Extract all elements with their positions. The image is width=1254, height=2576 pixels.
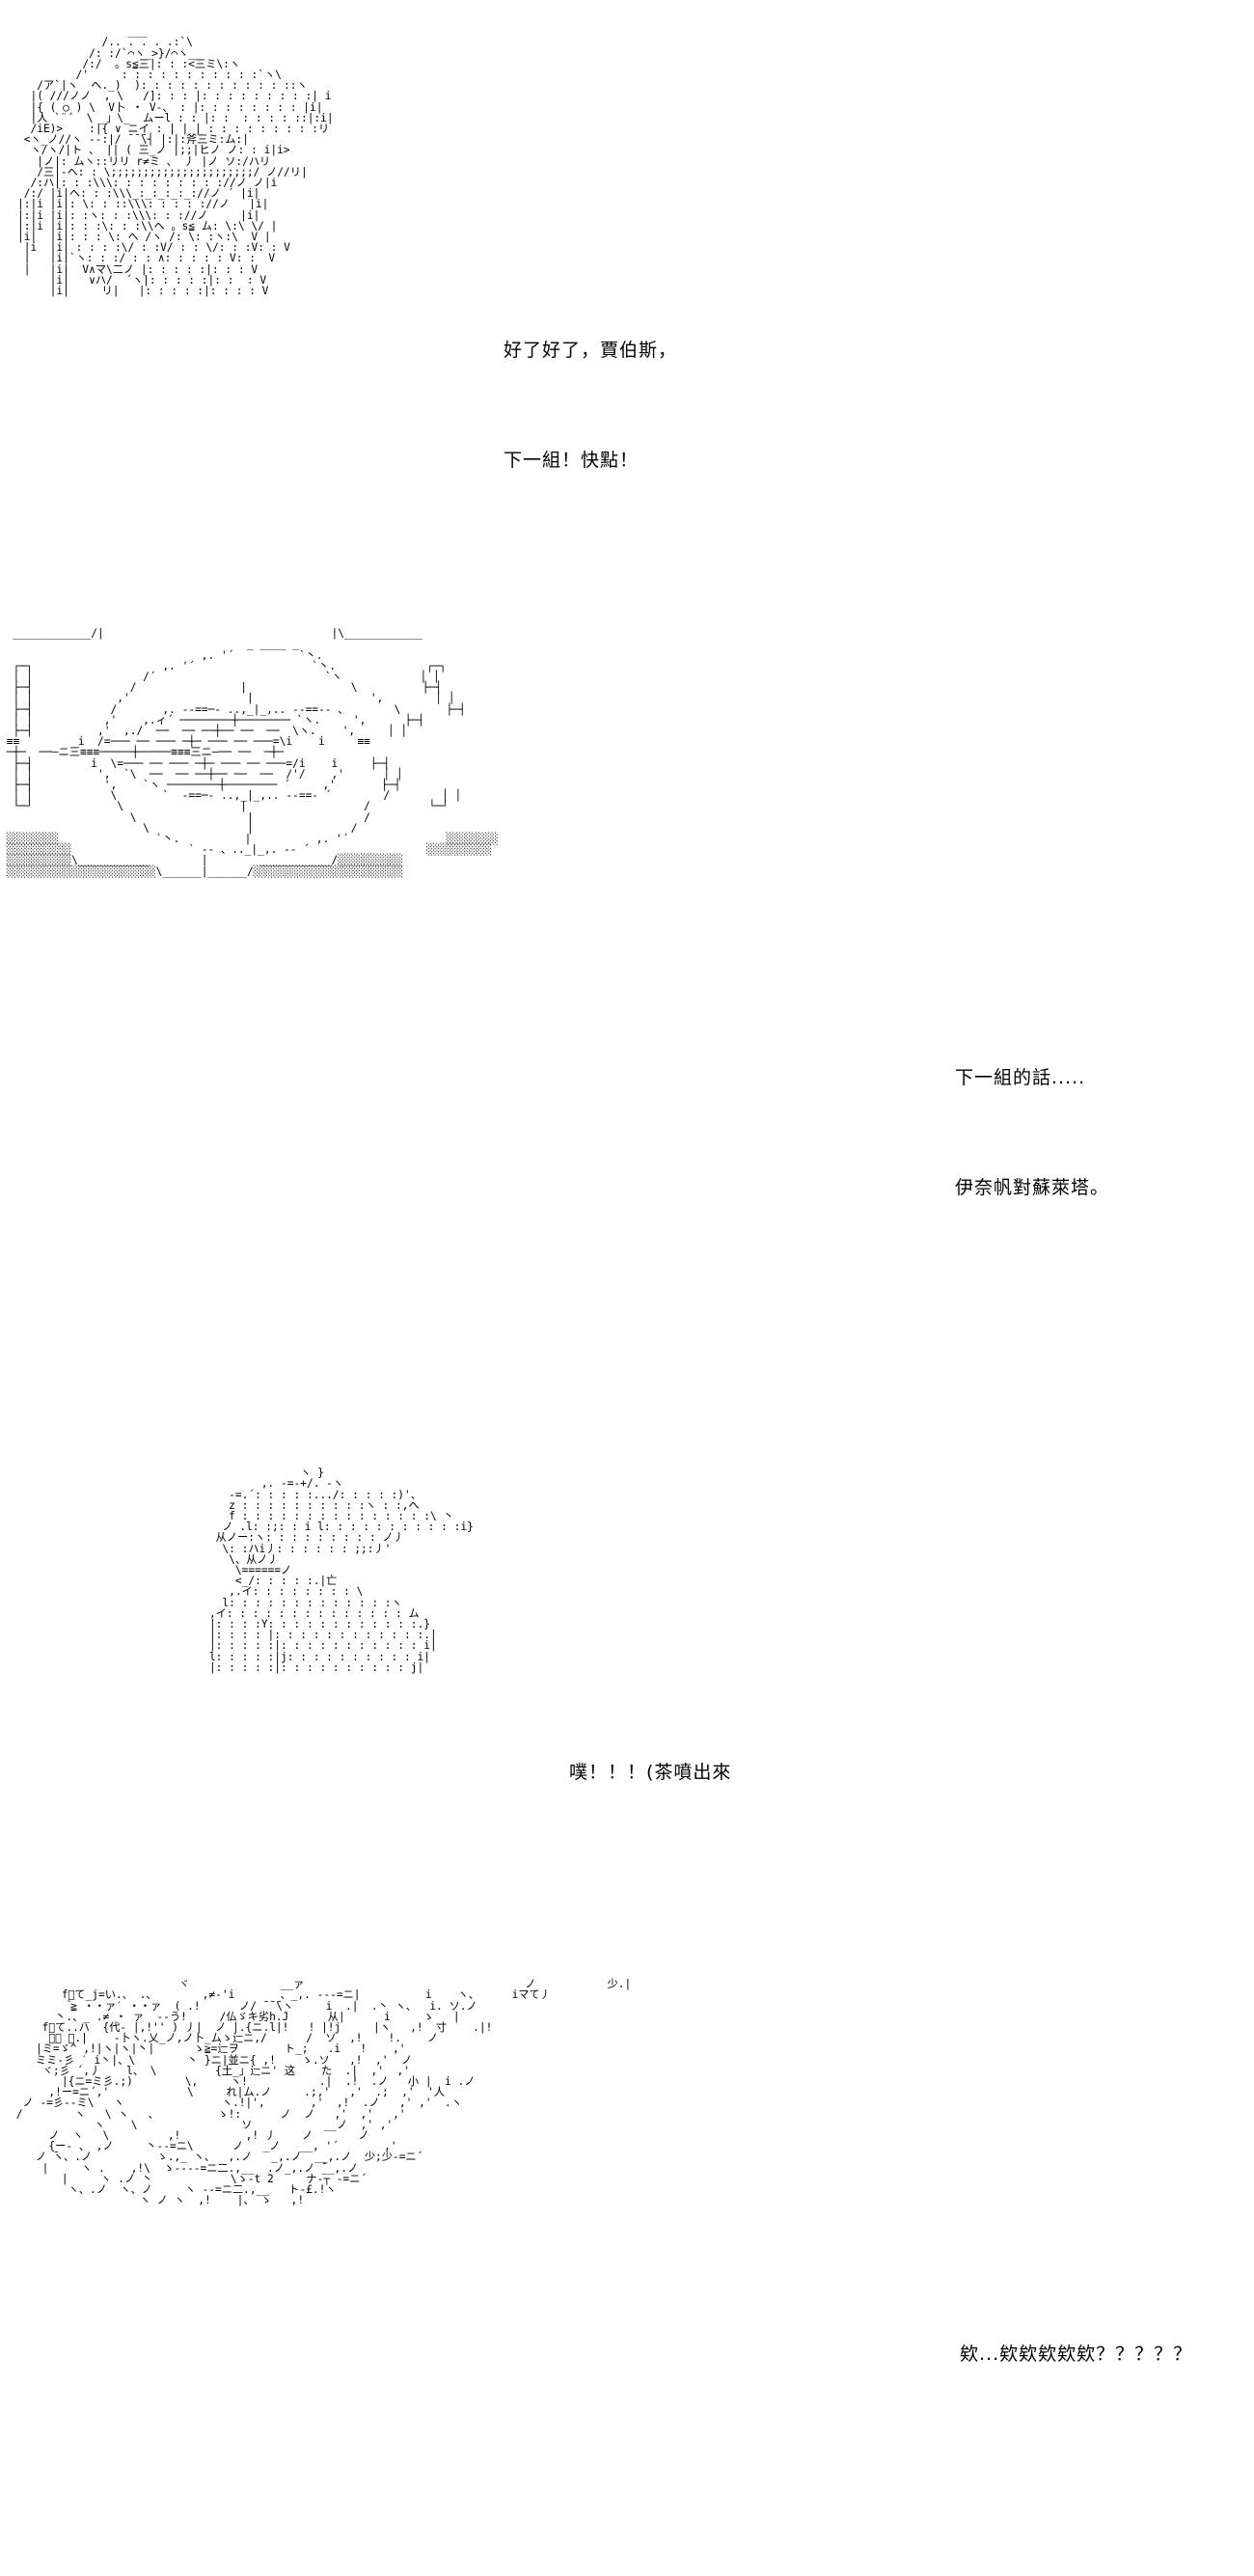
ascii-art-panel-2: ____________/| |\____________ _ ____ _ ,… xyxy=(6,627,499,878)
dialogue-1: 好了好了，賈伯斯， 下一組！快點！ xyxy=(504,259,677,552)
dialogue-3-line-1: 噗！！！(茶噴出來 xyxy=(569,1762,732,1783)
ascii-art-panel-3: ヽ } ,. ‐=‐+/. ‐ヽ ‐=.´: : : : :.../: : : … xyxy=(208,1466,474,1674)
dialogue-2: 下一組的話..... 伊奈帆對蘇萊塔。 xyxy=(955,986,1109,1279)
dialogue-1-line-1: 好了好了，賈伯斯， xyxy=(504,340,678,361)
dialogue-2-line-2: 伊奈帆對蘇萊塔。 xyxy=(955,1177,1110,1198)
dialogue-1-line-2: 下一組！快點！ xyxy=(504,450,640,471)
ascii-art-panel-1: ___ /.. . . . .:`\ /: :/`⌒ヽ_>}/⌒ヽ__ /:/ … xyxy=(17,25,334,298)
dialogue-4: 欸...欸欸欸欸欸？？？？？ xyxy=(960,2262,1192,2446)
dialogue-2-line-1: 下一組的話..... xyxy=(955,1067,1086,1088)
dialogue-4-line-1: 欸...欸欸欸欸欸？？？？？ xyxy=(960,2343,1193,2365)
ascii-art-panel-4: ヾ __ァ ノ 少.| f゙て_j=い.、 .、 ,≠‐'i 、_,. --‐=… xyxy=(15,1978,632,2207)
dialogue-3: 噗！！！(茶噴出來 xyxy=(569,1681,731,1864)
